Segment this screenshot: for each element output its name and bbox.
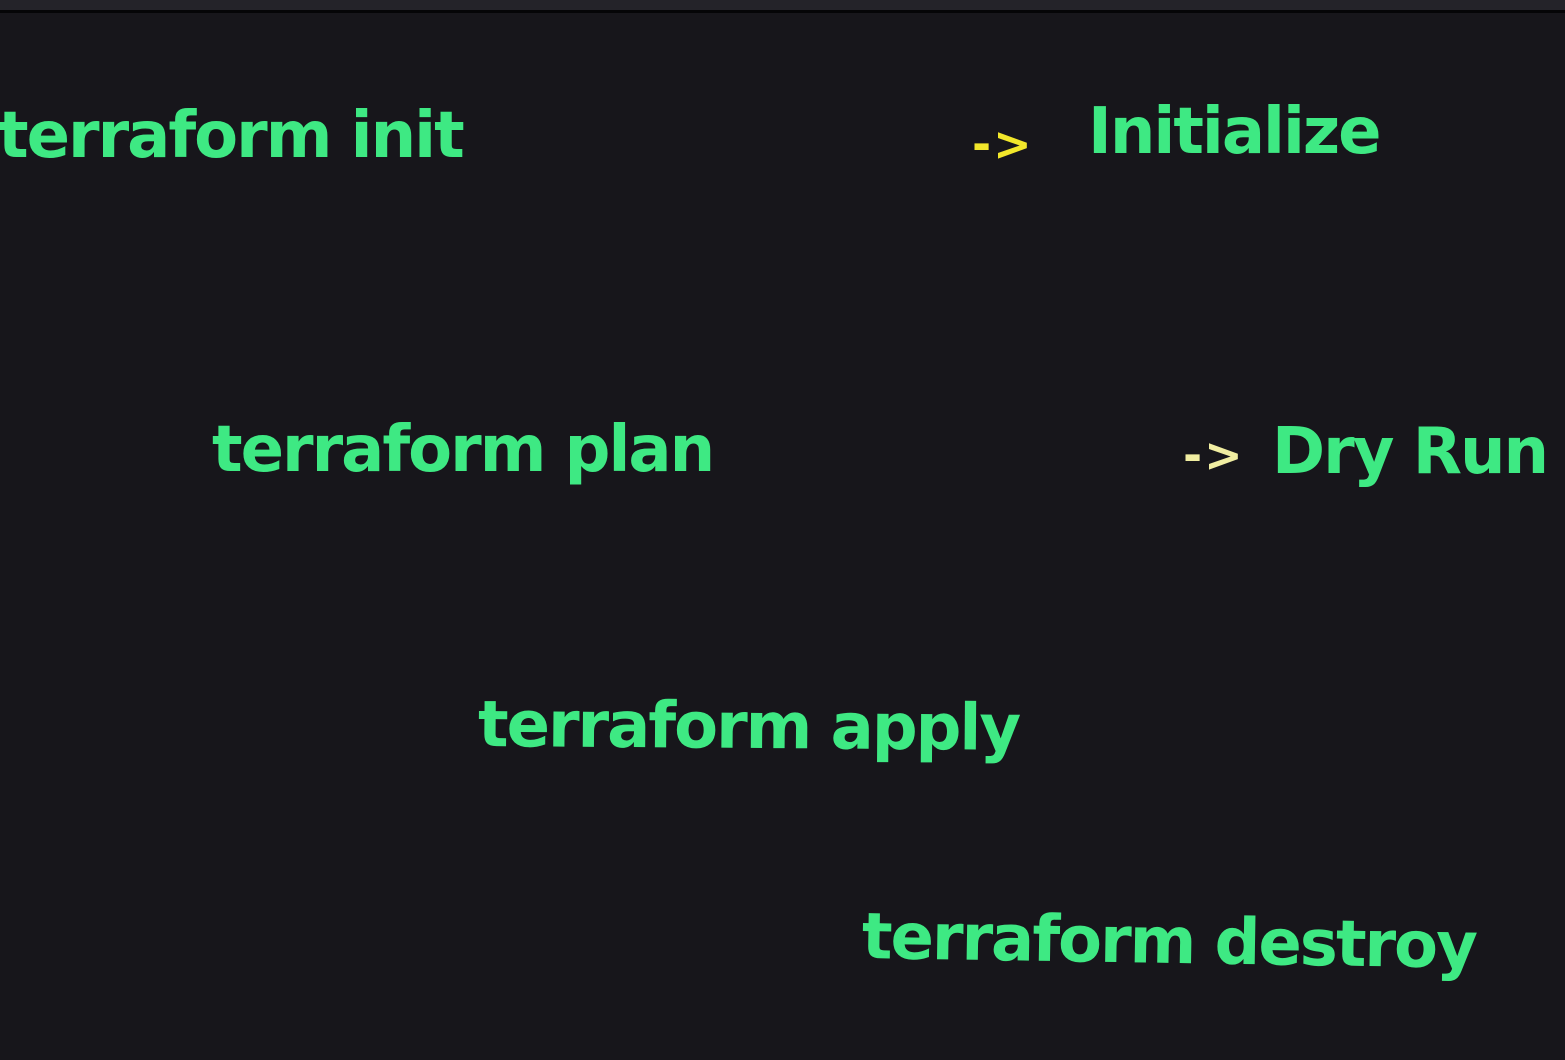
command-terraform-apply: terraform apply xyxy=(477,688,1020,766)
arrow-right-icon: -> xyxy=(972,117,1034,171)
command-terraform-destroy: terraform destroy xyxy=(861,900,1477,984)
arrow-right-icon: -> xyxy=(1183,428,1245,482)
description-dry-run: Dry Run xyxy=(1272,415,1549,489)
command-terraform-plan: terraform plan xyxy=(212,413,715,487)
command-terraform-init: terraform init xyxy=(0,99,465,173)
description-initialize: Initialize xyxy=(1088,95,1382,169)
window-top-strip xyxy=(0,0,1565,13)
